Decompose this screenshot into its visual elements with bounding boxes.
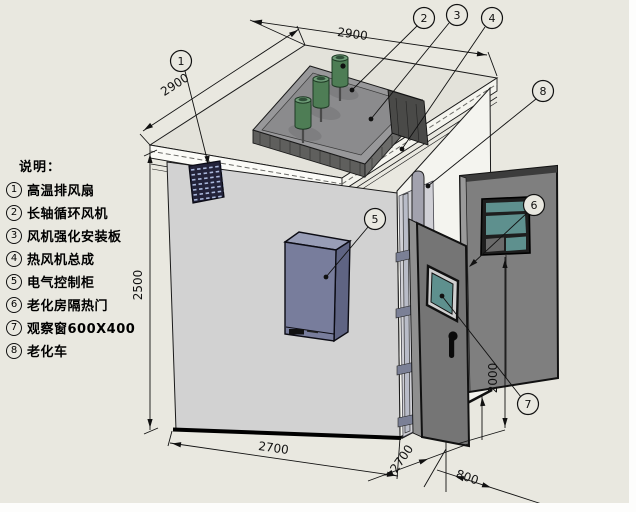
legend-item-label: 高温排风扇 [27, 184, 95, 199]
dim-roof-depth-text: 2900 [158, 70, 191, 98]
legend-title: 说明： [19, 160, 62, 175]
legend-item: 4 热风机总成 [6, 247, 135, 270]
legend-item: 8 老化车 [6, 339, 135, 362]
callout-4: 4 [480, 6, 504, 30]
door-handle [448, 331, 458, 358]
legend-item-label: 热风机总成 [27, 253, 95, 268]
dim-door-height-text: 2000 [486, 363, 500, 394]
legend-item: 1 高温排风扇 [6, 178, 135, 201]
callout-2-number: 2 [421, 12, 428, 25]
legend-item-label: 老化房隔热门 [27, 299, 109, 314]
dim-door-width-text: 800 [454, 467, 480, 488]
cabinet-label [289, 329, 304, 335]
legend-item-label: 长轴循环风机 [27, 207, 109, 222]
callout-6-number: 6 [531, 199, 538, 212]
callout-7-number: 7 [525, 398, 532, 411]
callout-2: 2 [412, 6, 436, 30]
callout-1: 1 [169, 49, 193, 73]
legend-item: 3 风机强化安装板 [6, 224, 135, 247]
legend-item: 7 观察窗600X400 [6, 316, 135, 339]
callout-5-number: 5 [372, 213, 379, 226]
dim-side-depth-text: 2700 [387, 442, 416, 475]
exhaust-fan-grille [188, 160, 225, 204]
legend-item: 2 长轴循环风机 [6, 201, 135, 224]
door-panel [408, 218, 471, 448]
legend-item-number: 5 [6, 273, 22, 290]
panel-observation-window [480, 196, 531, 256]
legend-item-number: 4 [6, 250, 22, 267]
dimension-side-depth: 2700 [367, 442, 469, 488]
front-wall [166, 161, 402, 440]
callout-7: 7 [516, 392, 540, 416]
legend-item: 6 老化房隔热门 [6, 293, 135, 316]
callout-5: 5 [363, 207, 387, 231]
callout-8: 8 [531, 79, 555, 103]
callout-3-number: 3 [454, 9, 461, 22]
control-cabinet [283, 231, 352, 343]
dim-roof-width-text: 2900 [336, 25, 368, 43]
callout-6: 6 [522, 193, 546, 217]
callout-8-number: 8 [540, 85, 547, 98]
callout-1-number: 1 [178, 55, 185, 68]
dim-height-text: 2500 [131, 270, 145, 301]
dimension-front-width: 2700 [167, 430, 401, 480]
callout-3: 3 [445, 3, 469, 27]
fan-motor-1 [294, 96, 312, 130]
legend-item-label: 风机强化安装板 [27, 230, 122, 245]
dimension-door-height: 2000 [456, 257, 508, 445]
legend: 说明： 1 高温排风扇 2 长轴循环风机 3 风机强化安装板 4 热风机总成 5… [6, 156, 135, 362]
callout-4-number: 4 [489, 12, 496, 25]
roof-fan-assembly [252, 54, 429, 179]
page-edge-bottom [0, 503, 636, 512]
dimension-roof-width: 2900 [249, 18, 498, 77]
legend-item-label: 电气控制柜 [27, 276, 95, 291]
legend-item-number: 2 [6, 204, 22, 221]
legend-item-number: 6 [6, 296, 22, 313]
callout-leaders [184, 22, 537, 398]
dimension-height: 2500 [131, 149, 159, 435]
fan-motor-2 [312, 75, 330, 109]
legend-item-label: 观察窗600X400 [27, 322, 136, 337]
page-edge-right [629, 0, 636, 512]
legend-item-label: 老化车 [27, 345, 68, 360]
legend-item-number: 1 [6, 181, 22, 198]
legend-item: 5 电气控制柜 [6, 270, 135, 293]
fan-motor-3 [331, 54, 349, 88]
callout-balloons: 1 2 3 4 5 6 7 8 [169, 3, 555, 416]
dim-front-width-text: 2700 [257, 439, 289, 457]
circulation-fan-motors [294, 54, 349, 130]
legend-item-number: 8 [6, 342, 22, 359]
legend-item-number: 7 [6, 319, 22, 336]
legend-item-number: 3 [6, 227, 22, 244]
